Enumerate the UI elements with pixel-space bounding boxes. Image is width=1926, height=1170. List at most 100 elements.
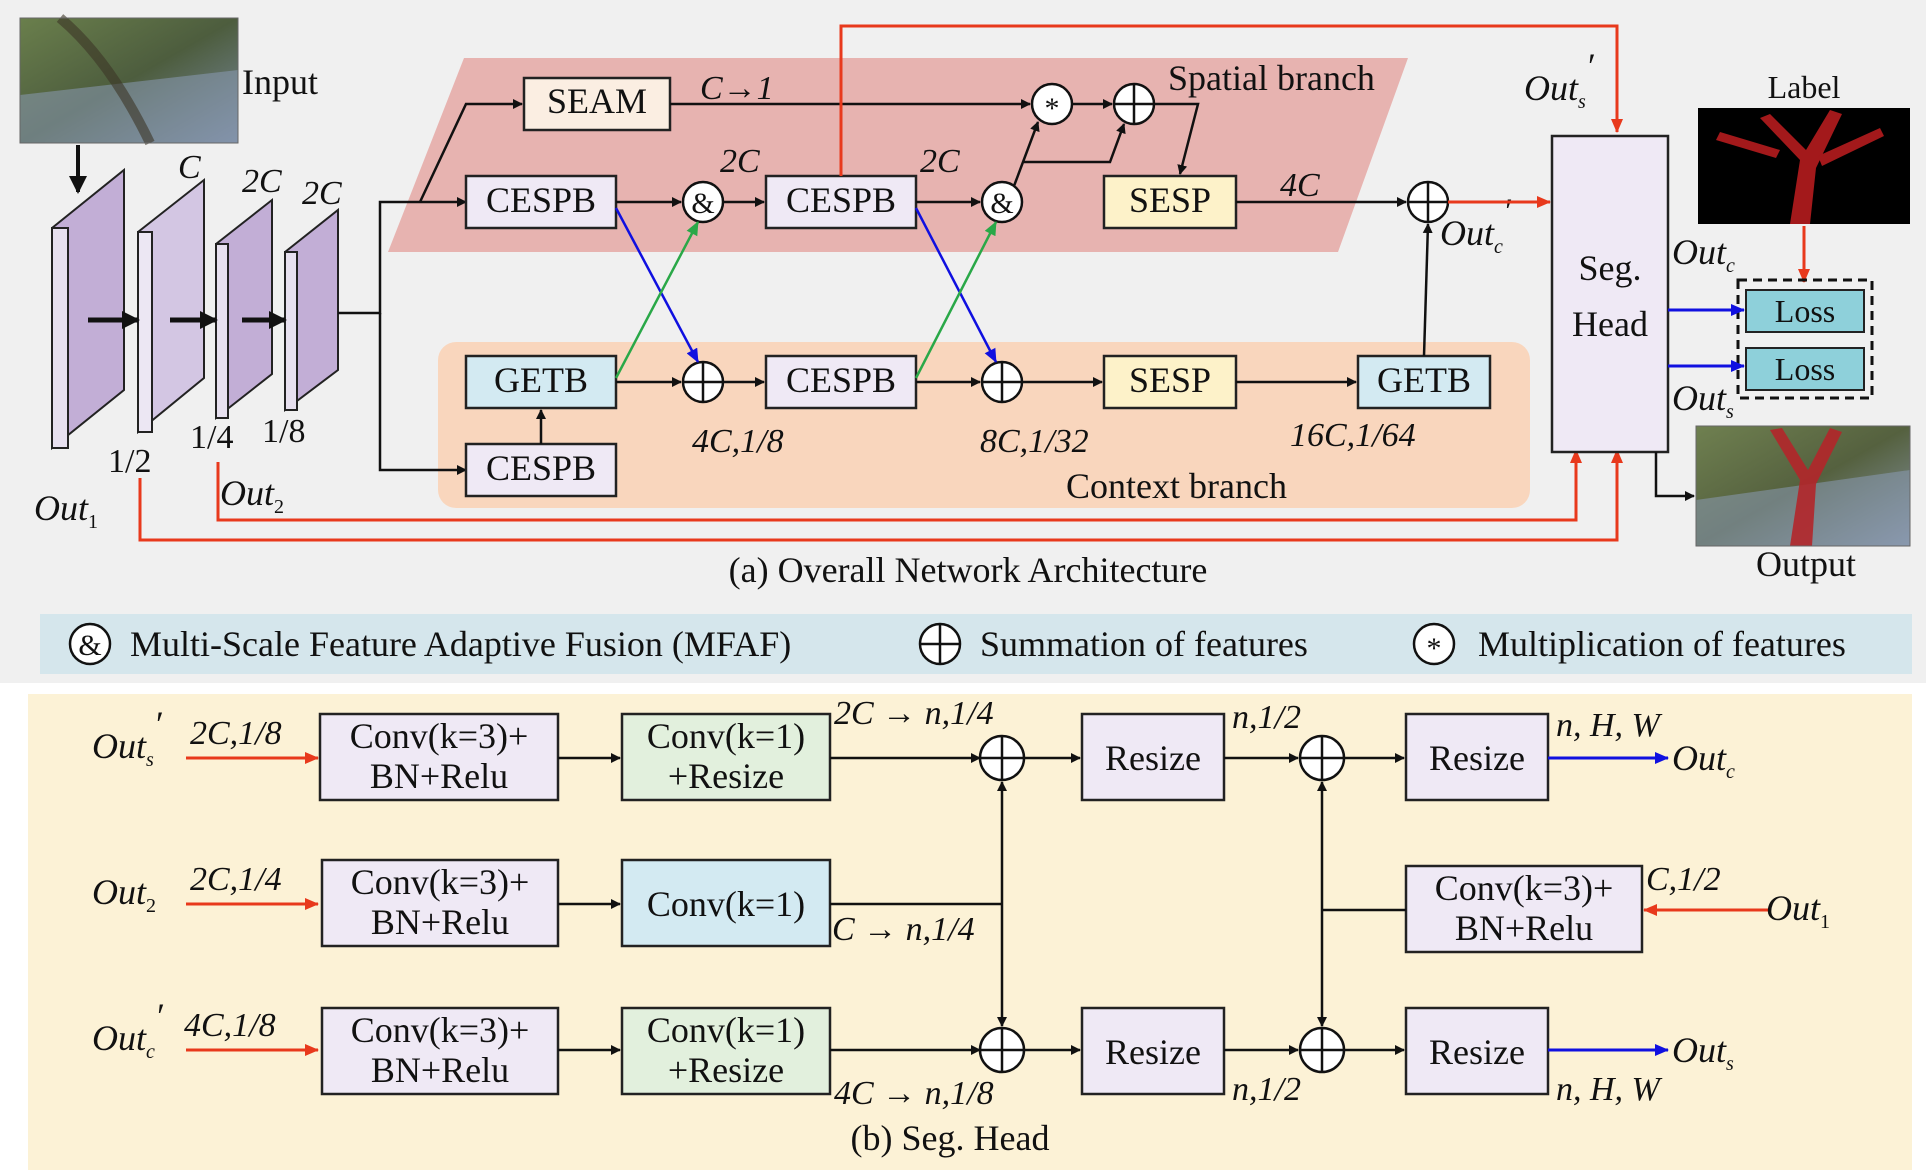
legend-mfaf-text: Multi-Scale Feature Adaptive Fusion (MFA… bbox=[130, 624, 791, 664]
resize-block-bottom-1 bbox=[1080, 1006, 1226, 1096]
row2-input-label: Out2 bbox=[92, 872, 156, 917]
head-sum-top-1 bbox=[978, 734, 1026, 782]
blue-cespb1-to-sum1 bbox=[614, 207, 700, 363]
line-getb2-to-fusion bbox=[1422, 223, 1433, 357]
row1-input-label: Outs′ bbox=[92, 704, 163, 771]
ctx-dims-1: 4C,1/8 bbox=[692, 423, 784, 460]
resize-block-bottom-2 bbox=[1404, 1006, 1550, 1096]
resize-top-1-label: Resize bbox=[1105, 738, 1201, 778]
getb-2-label: GETB bbox=[1377, 360, 1471, 400]
resize-block-top-1 bbox=[1080, 712, 1226, 802]
cespb-2-label: CESPB bbox=[786, 180, 896, 220]
sum-node-fusion bbox=[1406, 180, 1450, 224]
row3-conv1-l1: Conv(k=1) bbox=[647, 1010, 805, 1050]
row2-dims: 2C,1/4 bbox=[190, 861, 282, 898]
row2-conv1-l1: Conv(k=1) bbox=[647, 884, 805, 924]
bot-final-dims: n, H, W bbox=[1556, 1071, 1663, 1108]
loss-block-2 bbox=[1745, 347, 1865, 391]
legend-mult-icon bbox=[1412, 622, 1456, 666]
out1-conv-l2: BN+Relu bbox=[1455, 908, 1593, 948]
out1-conv-l1: Conv(k=3)+ bbox=[1435, 868, 1614, 908]
outs-label-a: Outs bbox=[1672, 378, 1734, 423]
line-sum-to-sesp bbox=[1154, 102, 1200, 175]
legend-mfaf-icon-symbol: & bbox=[78, 629, 101, 662]
multiply-node-symbol: * bbox=[1045, 92, 1060, 125]
head-sum-top-2 bbox=[1298, 734, 1346, 782]
row1-conv3-l1: Conv(k=3)+ bbox=[350, 716, 529, 756]
outs-prime-label-a: Outs′ bbox=[1524, 46, 1595, 113]
head-sum-bottom-1 bbox=[978, 1026, 1026, 1074]
encoder-stage-1 bbox=[51, 167, 125, 451]
mfaf-node-2-symbol: & bbox=[990, 187, 1013, 220]
row3-conv3-l1: Conv(k=3)+ bbox=[351, 1010, 530, 1050]
outc-prime-label-a: Outc′ bbox=[1440, 191, 1512, 258]
cespb-block-3 bbox=[764, 354, 918, 410]
context-branch-label: Context branch bbox=[1066, 466, 1287, 506]
top-final-dims: n, H, W bbox=[1556, 707, 1663, 744]
blue-cespb2-to-sum2 bbox=[914, 207, 998, 363]
out1-label-b: Out1 bbox=[1766, 888, 1830, 933]
cespb-3-label: CESPB bbox=[786, 360, 896, 400]
sesp-block-1 bbox=[1102, 174, 1238, 230]
loss-block-1 bbox=[1745, 289, 1865, 333]
sesp-block-2 bbox=[1102, 354, 1238, 410]
loss-group-box bbox=[1736, 278, 1874, 400]
encoder-stage-4 bbox=[284, 207, 339, 413]
label-image-title: Label bbox=[1768, 69, 1841, 105]
resize-bottom-2-label: Resize bbox=[1429, 1032, 1525, 1072]
spatial-branch-label: Spatial branch bbox=[1168, 58, 1375, 98]
row2-conv3-l1: Conv(k=3)+ bbox=[351, 862, 530, 902]
legend-mfaf-icon bbox=[68, 622, 112, 666]
row3-conv1-l2: +Resize bbox=[668, 1050, 784, 1090]
row3-conv3-l2: BN+Relu bbox=[371, 1050, 509, 1090]
line-stage4-split bbox=[338, 197, 467, 315]
ctx-dims-2: 8C,1/32 bbox=[980, 423, 1089, 460]
seg-head-label-2: Head bbox=[1572, 304, 1648, 344]
outc-label-b: Outc bbox=[1672, 738, 1735, 783]
bot-mid-dims: n,1/2 bbox=[1232, 1071, 1301, 1108]
row1-conv1-l1: Conv(k=1) bbox=[647, 716, 805, 756]
stage-scale-1: 1/2 bbox=[108, 443, 151, 480]
label-image bbox=[1698, 108, 1910, 224]
input-image bbox=[19, 14, 239, 146]
c-to-1-label: C→1 bbox=[700, 70, 774, 107]
head-sum-bottom-2 bbox=[1298, 1026, 1346, 1074]
row3-dims: 4C,1/8 bbox=[184, 1007, 276, 1044]
mfaf-node-1-symbol: & bbox=[691, 187, 714, 220]
twoC-label-a: 2C bbox=[720, 143, 760, 180]
stage-scale-2: 1/4 bbox=[190, 419, 233, 456]
ctx-dims-3: 16C,1/64 bbox=[1290, 417, 1416, 454]
out1-dims-b: C,1/2 bbox=[1646, 861, 1721, 898]
out1-conv-block bbox=[1404, 864, 1644, 954]
encoder-stage-2 bbox=[137, 177, 205, 435]
red-out1-to-seghead bbox=[138, 449, 1623, 542]
legend-sum-icon bbox=[918, 622, 962, 666]
out2-label-a: Out2 bbox=[220, 473, 284, 518]
row1-conv3-block bbox=[318, 712, 560, 802]
sum-node-context-2 bbox=[980, 360, 1024, 404]
stage-channel-3: 2C bbox=[302, 175, 342, 212]
cespb-block-2 bbox=[764, 174, 918, 230]
top-mid-dims: n,1/2 bbox=[1232, 699, 1301, 736]
output-image bbox=[1695, 425, 1911, 547]
red-out2-to-seghead bbox=[216, 449, 1582, 522]
green-getb1-to-mfaf1 bbox=[614, 221, 700, 379]
resize-bottom-1-label: Resize bbox=[1105, 1032, 1201, 1072]
line-stage4-to-context bbox=[378, 313, 467, 475]
row2-conv1-block bbox=[620, 858, 832, 948]
line-mfaf2-to-multiply bbox=[1012, 121, 1040, 187]
outs-label-b: Outs bbox=[1672, 1030, 1734, 1075]
stage-channel-1: C bbox=[178, 149, 201, 186]
input-label: Input bbox=[242, 62, 318, 102]
row1-out-note: 2C → n,1/4 bbox=[834, 695, 994, 732]
green-cespb3-to-mfaf2 bbox=[914, 221, 998, 379]
twoC-label-b: 2C bbox=[920, 143, 960, 180]
cespb-4-label: CESPB bbox=[486, 448, 596, 488]
fourC-label: 4C bbox=[1280, 167, 1320, 204]
outc-label-a: Outc bbox=[1672, 232, 1735, 277]
row3-out-note: 4C → n,1/8 bbox=[834, 1075, 994, 1112]
mfaf-node-2 bbox=[980, 180, 1024, 224]
legend-bar bbox=[40, 614, 1912, 674]
getb-1-label: GETB bbox=[494, 360, 588, 400]
